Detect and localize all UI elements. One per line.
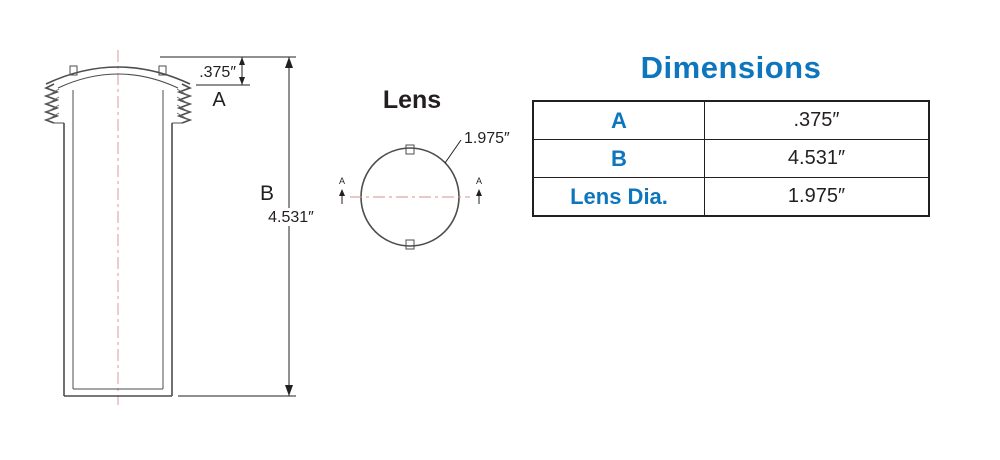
dimensions-title: Dimensions <box>640 50 822 85</box>
lens-tab-left <box>69 65 78 76</box>
cap-dome <box>45 65 191 89</box>
lens-view-drawing: Lens A A 1.975″ <box>339 86 510 250</box>
tube-body <box>63 90 173 397</box>
lens-circle-tab-bottom <box>405 239 415 250</box>
dimensions-panel: Dimensions A .375″ B 4.531″ Lens Dia. 1.… <box>532 50 930 217</box>
dimensions-table: A .375″ B 4.531″ Lens Dia. 1.975″ <box>532 100 930 217</box>
table-row: A .375″ <box>532 100 930 140</box>
dim-a-label: A <box>212 89 226 111</box>
lens-diameter-value: 1.975″ <box>464 130 510 147</box>
dim-a-value: .375″ <box>199 64 236 81</box>
section-marker-a-right: A <box>476 176 482 204</box>
threaded-collar <box>43 83 193 124</box>
section-marker-a-left-label: A <box>339 176 345 186</box>
drawings-svg: .375″ A B 4.531″ Lens <box>43 50 510 405</box>
dim-b-label: B <box>260 182 274 205</box>
lens-tab-right <box>158 65 167 76</box>
table-row: B 4.531″ <box>532 139 930 178</box>
dimension-b: B 4.531″ <box>178 56 316 397</box>
section-marker-a-left: A <box>339 176 345 204</box>
dimension-a: .375″ A <box>160 56 250 111</box>
dim-row-value: 1.975″ <box>704 177 930 217</box>
side-view-drawing: .375″ A B 4.531″ <box>43 50 316 405</box>
dim-b-text-mask <box>264 208 316 226</box>
dim-row-label: B <box>532 139 705 178</box>
lens-circle-tab-top <box>405 144 415 155</box>
dim-row-label: Lens Dia. <box>532 177 705 217</box>
section-marker-a-right-label: A <box>476 176 482 186</box>
thread-hatching <box>46 88 190 121</box>
dim-row-value: .375″ <box>704 100 930 140</box>
dim-row-value: 4.531″ <box>704 139 930 178</box>
table-row: Lens Dia. 1.975″ <box>532 177 930 217</box>
dim-row-label: A <box>532 100 705 140</box>
lens-view-title: Lens <box>383 86 441 114</box>
dim-b-value: 4.531″ <box>268 209 314 226</box>
lens-diameter-leader: 1.975″ <box>444 130 510 164</box>
